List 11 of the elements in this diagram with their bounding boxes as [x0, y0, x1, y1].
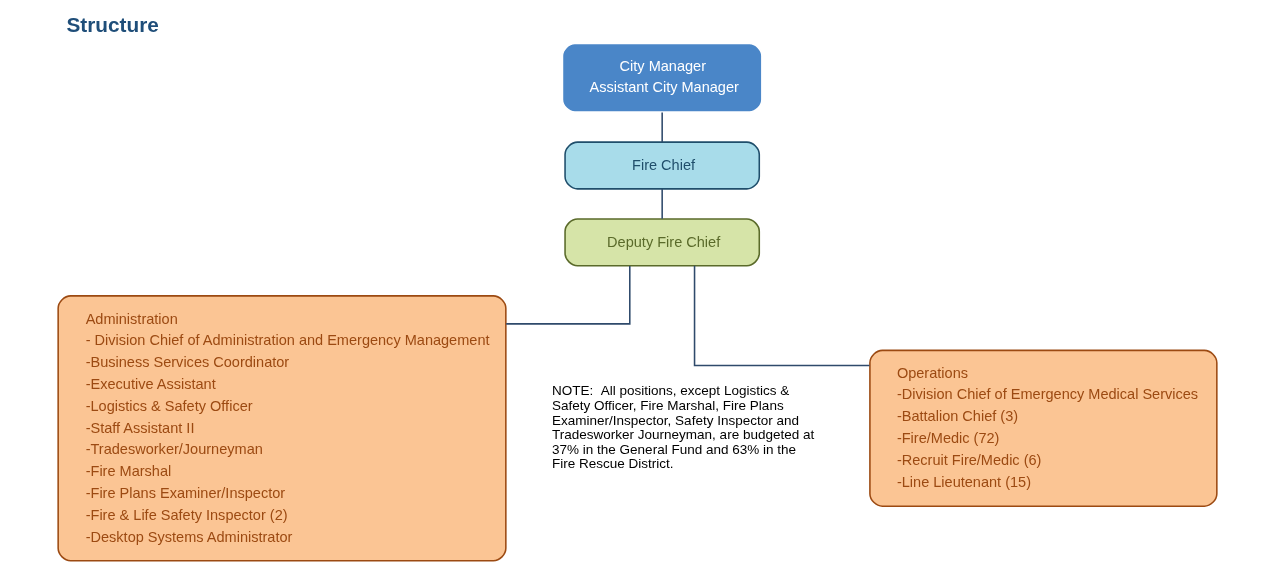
node-box: Deputy Fire Chief	[564, 218, 761, 267]
connector	[661, 188, 663, 220]
node-box: Operations -Division Chief of Emergency Medical Services -Battalion Chief (3) -Fire/Medic (72) -Recruit Fire/Medic (6) -Line Lieutenant (15)	[869, 349, 1218, 507]
diagram-title: Structure	[66, 13, 159, 37]
connector	[693, 265, 871, 367]
node-box: Fire Chief	[564, 141, 761, 190]
connector	[505, 265, 631, 325]
node-box: City Manager Assistant City Manager	[561, 42, 763, 113]
connector	[661, 111, 663, 143]
label: NOTE: All positions, except Logistics & Safety Officer, Fire Marshal, Fire Plans Examiner/Inspector, Safety Inspector and Tradesworker Journeyman, are budgeted at 37% in the General Fund and 63% in the Fire Rescue District.	[552, 383, 815, 472]
node-box: Administration - Division Chief of Administration and Emergency Management -Business Services Coordinator -Executive Assistant -Logistics & Safety Officer -Staff Assistant II -Tradesworker/Journeyman -Fire Marshal -Fire Plans Examiner/Inspector -Fire & Life Safety Inspector (2) -Desktop Systems Administrator	[57, 295, 507, 562]
